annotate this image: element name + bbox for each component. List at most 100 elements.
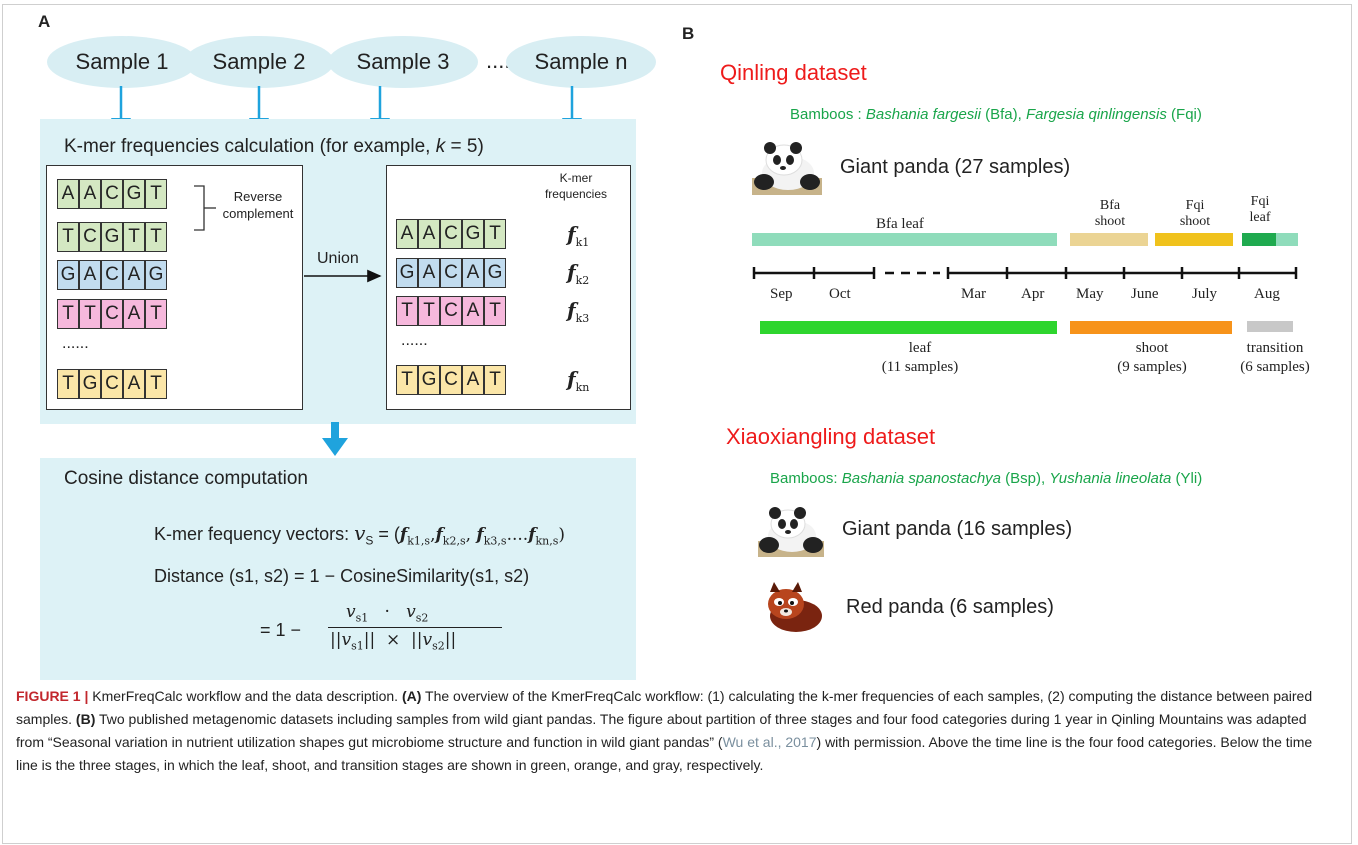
- denominator: ||vs1|| × ||vs2||: [330, 630, 457, 653]
- kmer-base: T: [79, 299, 101, 329]
- freq-fk2: fk2: [567, 260, 590, 287]
- kmer-base: C: [101, 179, 123, 209]
- distance-formula: Distance (s1, s2) = 1 − CosineSimilarity…: [154, 566, 530, 586]
- kmer-base: G: [79, 369, 101, 399]
- qinling-title: Qinling dataset: [720, 60, 867, 85]
- kmer-base: C: [101, 260, 123, 290]
- panel-a-letter: A: [38, 12, 51, 31]
- kmer-base: G: [145, 260, 167, 290]
- kmer-base: A: [462, 365, 484, 395]
- kmer-base: T: [123, 222, 145, 252]
- kmer-base: T: [145, 179, 167, 209]
- kmer-base: T: [57, 299, 79, 329]
- giant-panda-qinling-label: Giant panda (27 samples): [840, 156, 1071, 178]
- stage-shoot-label: shoot(9 samples): [1117, 340, 1187, 375]
- kmer-base: T: [484, 296, 506, 326]
- reverse-complement-label: Reverse complement: [222, 189, 294, 221]
- fqi-shoot-bar: [1155, 233, 1233, 246]
- reverse-complement-bracket: [194, 185, 216, 231]
- giant-panda-icon: [758, 507, 824, 557]
- freq-fk1: fk1: [567, 222, 590, 249]
- kmer-base: G: [101, 222, 123, 252]
- kmer-base: A: [396, 219, 418, 249]
- kmer-base: T: [145, 299, 167, 329]
- sample-1-node: Sample 1: [47, 36, 197, 88]
- month-apr: Apr: [1021, 286, 1045, 302]
- fqi-leaf-bar-light: [1276, 233, 1298, 246]
- kmer-base: A: [123, 260, 145, 290]
- month-sep: Sep: [770, 286, 793, 302]
- giant-panda-xiao-label: Giant panda (16 samples): [842, 518, 1073, 540]
- kmer-base: C: [440, 296, 462, 326]
- bfa-leaf-bar: [752, 233, 1057, 246]
- kmer-base: T: [396, 296, 418, 326]
- kmer-base: T: [145, 222, 167, 252]
- kmer-base: A: [79, 260, 101, 290]
- month-june: June: [1131, 286, 1159, 302]
- kmer-base: A: [418, 258, 440, 288]
- kmer-base: C: [101, 299, 123, 329]
- kmer-vector-formula: K-mer fequency vectors: vS = (fk1,s,fk2,…: [154, 521, 566, 548]
- month-mar: Mar: [961, 286, 986, 302]
- qinling-bamboos: Bamboos : Bashania fargesii (Bfa), Farge…: [790, 106, 1202, 123]
- sample-2-node: Sample 2: [184, 36, 334, 88]
- panel-b-letter: B: [682, 24, 695, 43]
- kmer-list-dots-right: ......: [401, 332, 428, 349]
- kmer-base: G: [484, 258, 506, 288]
- fraction-bar: [328, 627, 502, 628]
- kmer-frequencies-header: K-mer frequencies: [544, 171, 608, 201]
- kmer-base: T: [57, 222, 79, 252]
- red-panda-label: Red panda (6 samples): [846, 596, 1054, 618]
- fqi-leaf-bar-dark: [1242, 233, 1276, 246]
- union-arrow: [304, 269, 382, 283]
- qinling-timeline: [752, 233, 1298, 334]
- month-may: May: [1076, 286, 1104, 302]
- stage-transition-bar: [1247, 321, 1293, 332]
- kmer-calc-title: K-mer frequencies calculation (for examp…: [64, 136, 484, 157]
- kmer-base: C: [440, 219, 462, 249]
- red-panda-icon: [768, 582, 822, 632]
- kmer-base: G: [57, 260, 79, 290]
- kmer-base: T: [418, 296, 440, 326]
- figure-caption: FIGURE 1 | KmerFreqCalc workflow and the…: [16, 688, 1313, 773]
- kmer-base: T: [396, 365, 418, 395]
- sample-3-node: Sample 3: [328, 36, 478, 88]
- kmer-base: C: [440, 365, 462, 395]
- stage-transition-label: transition(6 samples): [1240, 340, 1310, 375]
- union-label: Union: [317, 250, 359, 267]
- kmer-base: G: [418, 365, 440, 395]
- kmer-base: C: [440, 258, 462, 288]
- kmer-base: T: [484, 365, 506, 395]
- bfa-shoot-bar: [1070, 233, 1148, 246]
- stage-shoot-bar: [1070, 321, 1232, 334]
- distance-eq-prefix: = 1 −: [260, 620, 302, 640]
- kmer-base: A: [123, 299, 145, 329]
- kmer-base: G: [123, 179, 145, 209]
- timeline-ticks: [752, 267, 1298, 279]
- kmer-base: A: [79, 179, 101, 209]
- down-arrow-to-cosine: [322, 422, 348, 456]
- stage-leaf-label: leaf(11 samples): [881, 340, 959, 375]
- kmer-base: G: [396, 258, 418, 288]
- kmer-base: T: [145, 369, 167, 399]
- kmer-base: A: [123, 369, 145, 399]
- month-oct: Oct: [829, 286, 851, 302]
- kmer-base: A: [57, 179, 79, 209]
- kmer-list-dots-left: ......: [62, 335, 89, 352]
- xiaoxiangling-title: Xiaoxiangling dataset: [726, 424, 936, 449]
- kmer-base: C: [79, 222, 101, 252]
- kmer-base: G: [462, 219, 484, 249]
- month-aug: Aug: [1254, 286, 1280, 302]
- stage-leaf-bar: [760, 321, 1057, 334]
- kmer-base: A: [462, 296, 484, 326]
- bfa-leaf-label: Bfa leaf: [876, 216, 924, 232]
- freq-fk3: fk3: [567, 298, 590, 325]
- kmer-base: A: [462, 258, 484, 288]
- kmer-base: T: [57, 369, 79, 399]
- xiaoxiangling-bamboos: Bamboos: Bashania spanostachya (Bsp), Yu…: [770, 470, 1203, 487]
- freq-fkn: fkn: [567, 367, 590, 394]
- kmer-base: A: [418, 219, 440, 249]
